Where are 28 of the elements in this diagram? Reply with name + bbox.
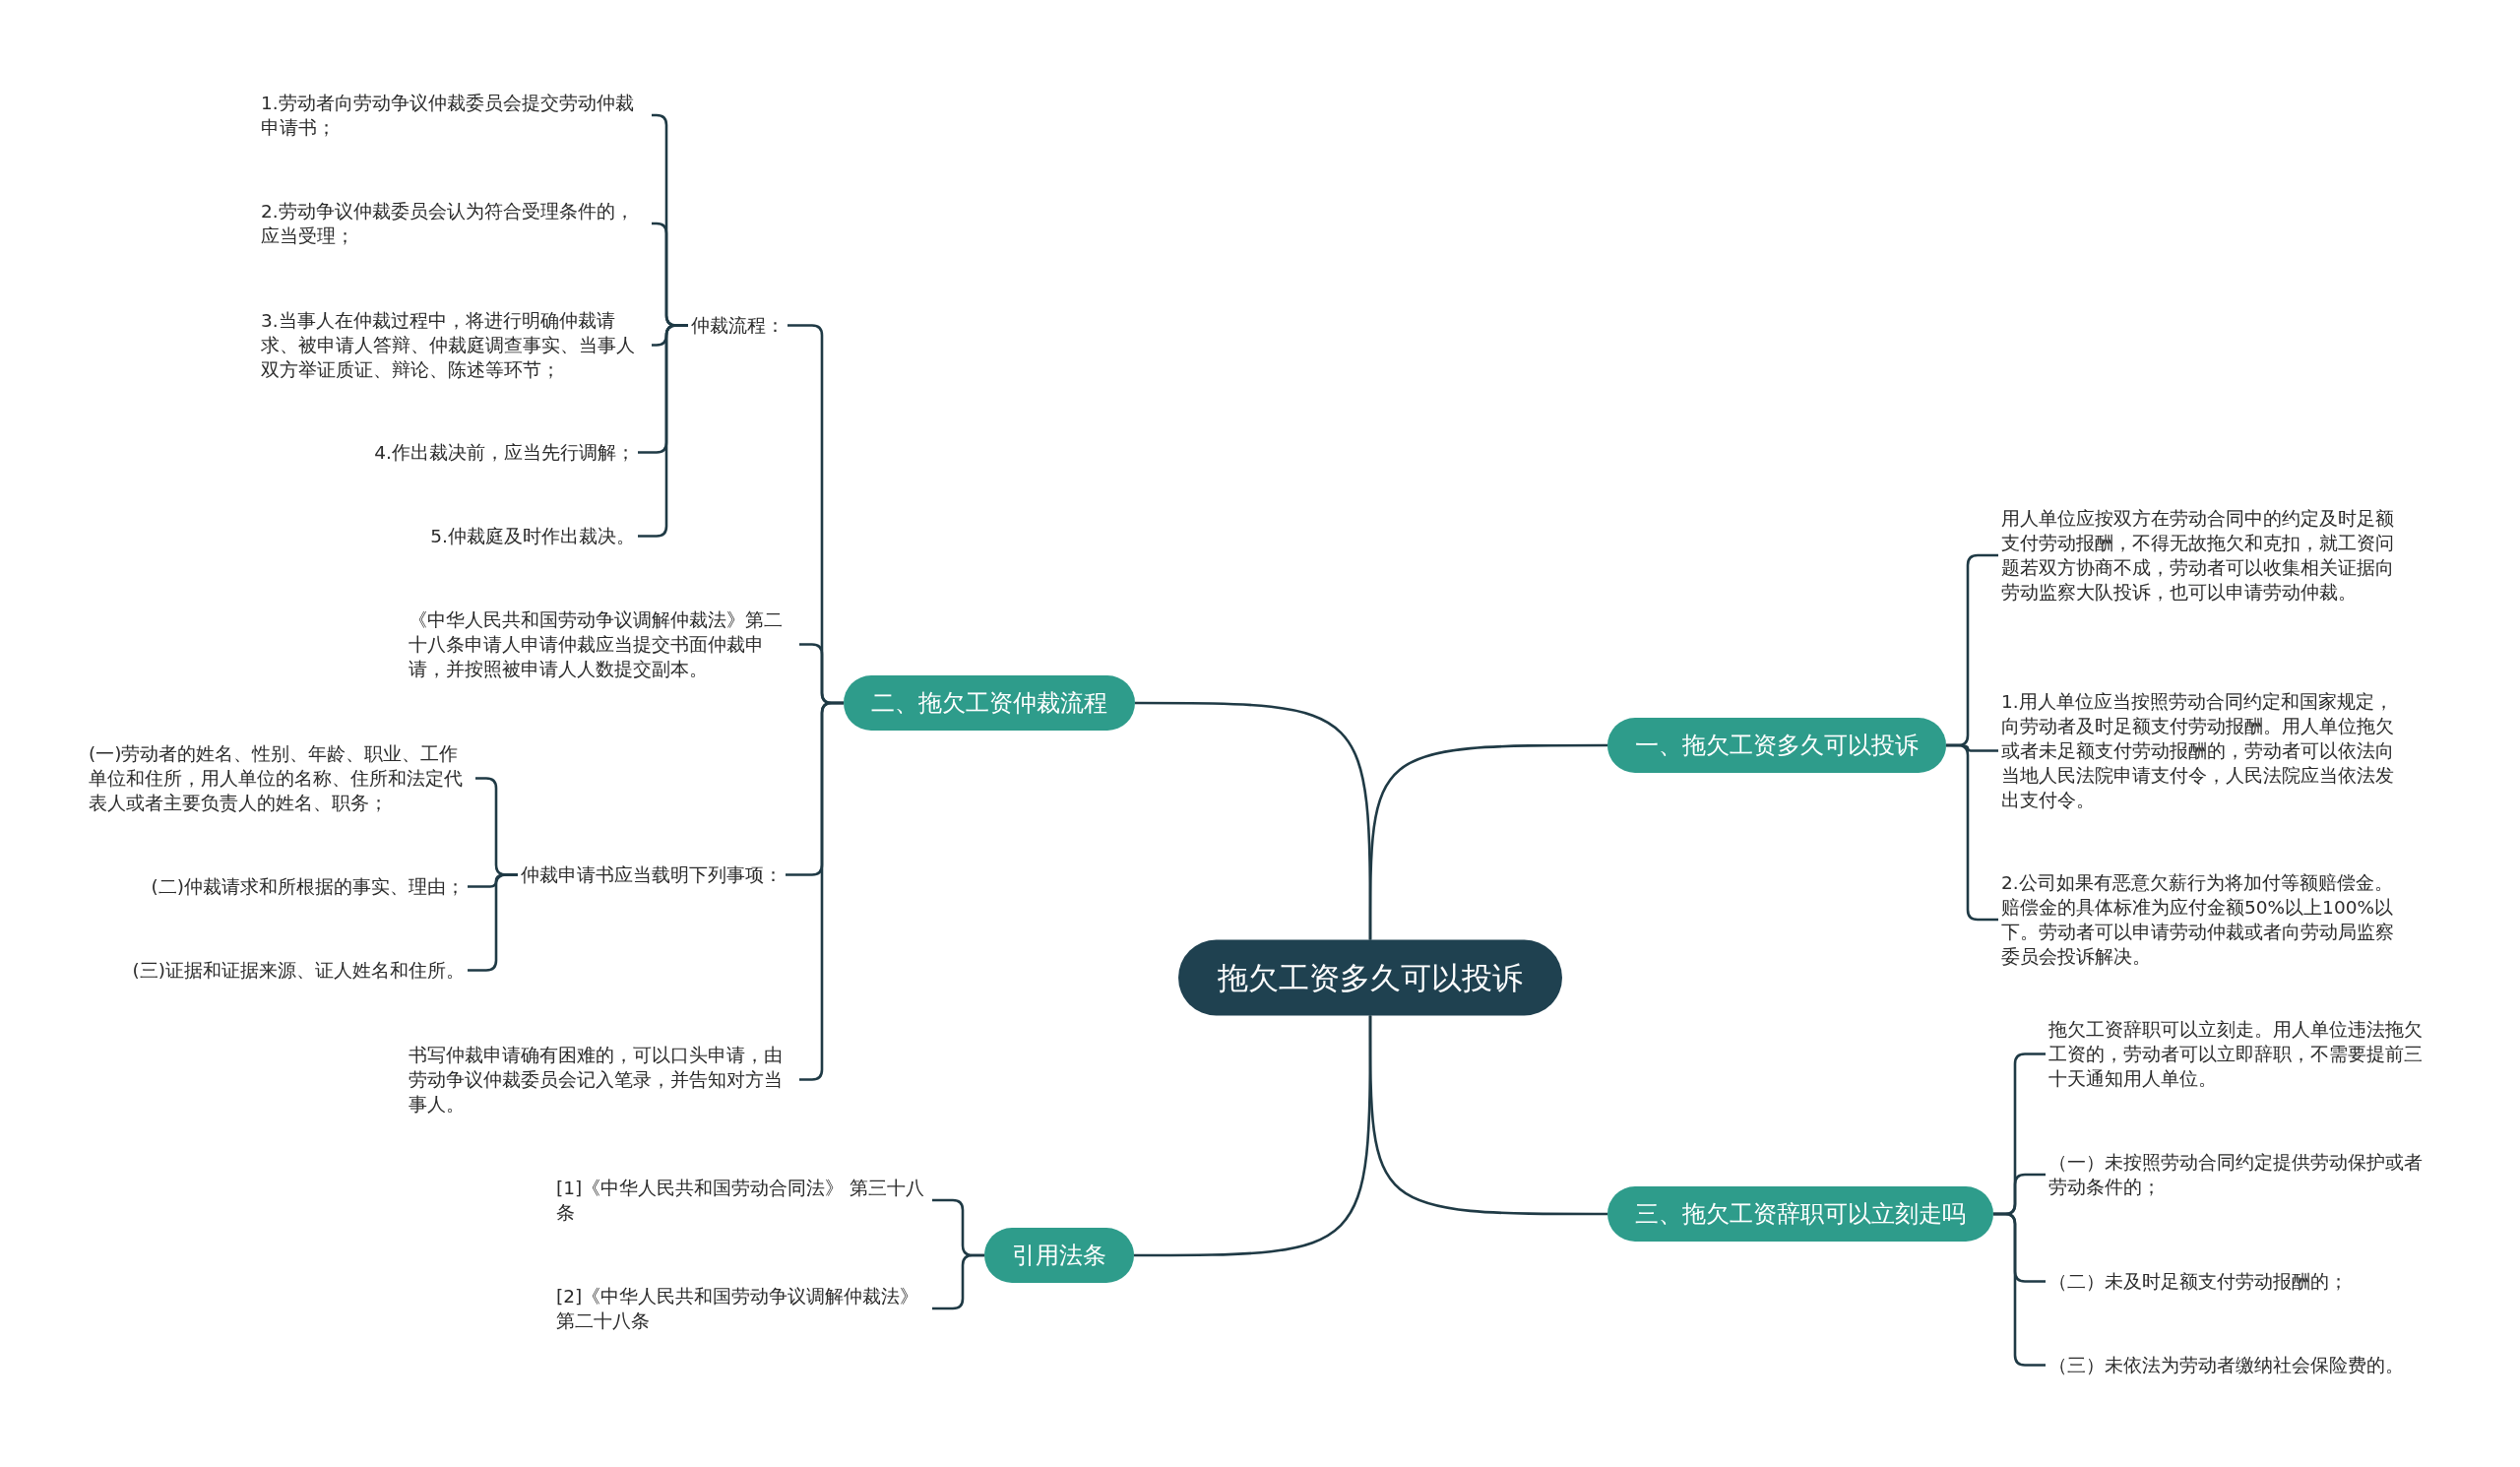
topic-text: [1]《中华人民共和国劳动合同法》 第三十八条 [553,1176,932,1225]
topic-text: 1.劳动者向劳动争议仲裁委员会提交劳动仲裁申请书； [258,91,652,140]
branch-topic: 引用法条 [984,1228,1134,1283]
topic-text: （一）未按照劳动合同约定提供劳动保护或者劳动条件的； [2046,1150,2439,1199]
topic-text: (一)劳动者的姓名、性别、年龄、职业、工作单位和住所，用人单位的名称、住所和法定代表人或者主要负责人的姓名、职务； [86,741,475,815]
central-topic: 拖欠工资多久可以投诉 [1178,939,1562,1016]
topic-text: 4.作出裁决前，应当先行调解； [371,440,638,465]
connector-line [1135,701,1372,940]
topic-text: (二)仲裁请求和所根据的事实、理由； [148,874,468,899]
topic-text: 2.劳动争议仲裁委员会认为符合受理条件的，应当受理； [258,199,652,248]
topic-text: (三)证据和证据来源、证人姓名和住所。 [129,958,468,983]
topic-text: （三）未依法为劳动者缴纳社会保险费的。 [2046,1353,2407,1377]
topic-text: （二）未及时足额支付劳动报酬的； [2046,1269,2351,1294]
topic-text: [2]《中华人民共和国劳动争议调解仲裁法》第二十八条 [553,1284,932,1333]
topic-text: 仲裁申请书应当载明下列事项： [518,862,786,887]
topic-text: 拖欠工资辞职可以立刻走。用人单位违法拖欠工资的，劳动者可以立即辞职，不需要提前三十天通知用人单位。 [2046,1017,2439,1091]
topic-text: 用人单位应按双方在劳动合同中的约定及时足额支付劳动报酬，不得无故拖欠和克扣，就工资问题若双方协商不成，劳动者可以收集相关证据向劳动监察大队投诉，也可以申请劳动仲裁。 [1998,506,2397,605]
topic-text: 2.公司如果有恶意欠薪行为将加付等额赔偿金。赔偿金的具体标准为应付金额50%以上100%以下。劳动者可以申请劳动仲裁或者向劳动局监察委员会投诉解决。 [1998,870,2397,969]
branch-topic: 二、拖欠工资仲裁流程 [844,675,1135,731]
topic-text: 1.用人单位应当按照劳动合同约定和国家规定，向劳动者及时足额支付劳动报酬。用人单位拖欠或者未足额支付劳动报酬的，劳动者可以依法向当地人民法院申请支付令，人民法院应当依法发出支付令。 [1998,689,2397,812]
topic-text: 书写仲裁申请确有困难的，可以口头申请，由劳动争议仲裁委员会记入笔录，并告知对方当事人。 [406,1043,799,1116]
branch-topic: 三、拖欠工资辞职可以立刻走吗 [1607,1186,1993,1242]
connector-line [1368,1015,1607,1216]
topic-text: 《中华人民共和国劳动争议调解仲裁法》第二十八条申请人申请仲裁应当提交书面仲裁申请，并按照被申请人人数提交副本。 [406,607,799,681]
topic-text: 5.仲裁庭及时作出裁决。 [427,524,638,548]
branch-topic: 一、拖欠工资多久可以投诉 [1607,718,1946,773]
topic-text: 仲裁流程： [688,313,788,338]
topic-text: 3.当事人在仲裁过程中，将进行明确仲裁请求、被申请人答辩、仲裁庭调查事实、当事人双方举证质证、辩论、陈述等环节； [258,308,652,382]
